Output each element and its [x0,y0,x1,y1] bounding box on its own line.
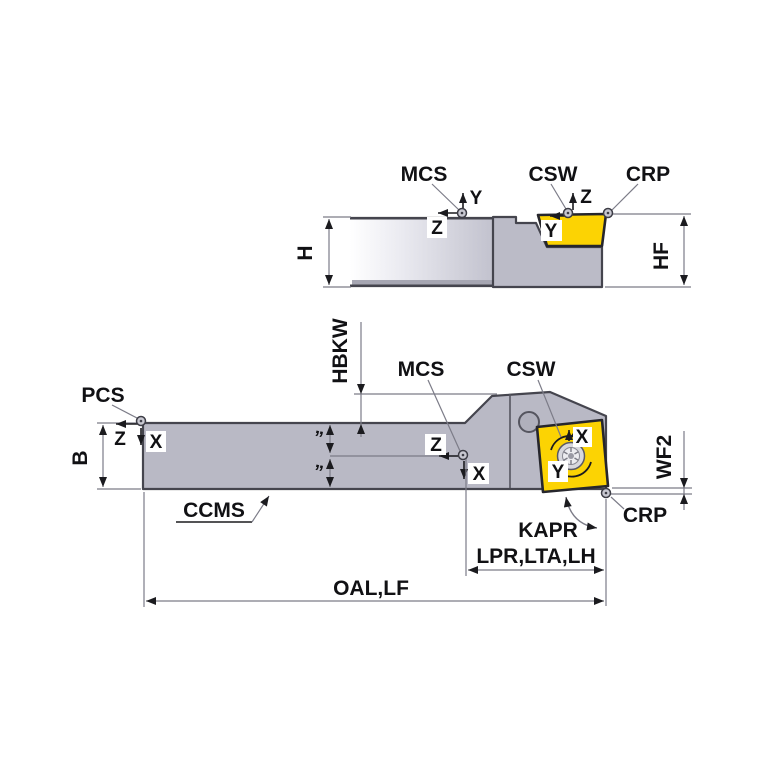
side-csw-z-axis-label: Z [580,187,592,208]
side-mcs-y-box [467,188,486,208]
side-crp-point-center [606,211,610,215]
pcs-z-box [110,428,130,449]
side-csw-leader [550,183,567,210]
top-crp-point-center [604,491,608,495]
top-crp-leader [610,496,625,510]
hf-label: HF [650,242,673,270]
side-csw-label: CSW [529,163,578,186]
pcs-label: PCS [81,384,124,407]
screw-center [568,453,574,459]
side-view: H HF MCS Y Z CSW Z Y CRP [294,163,691,289]
equal-mark-upper: ” [311,427,325,450]
pcs-point-center [139,419,143,423]
hbkw-arrow-up [357,424,365,434]
side-mcs-leader [431,183,460,211]
top-csw-leader [537,379,562,438]
top-mcs-x-box [468,463,489,484]
top-csw-label: CSW [507,358,556,381]
lpr-lta-lh-label: LPR,LTA,LH [476,545,595,568]
pcs-x-box [146,431,166,452]
top-view: HBKW B ” ” PCS Z X CCMS MCS [69,318,692,607]
top-mcs-leader [427,379,461,452]
csw-y-axis-label: Y [552,462,565,483]
top-mcs-z-box [425,434,446,455]
hbkw-label: HBKW [329,318,352,383]
ccms-leader-arrow [251,495,270,523]
side-shank-body [350,217,493,287]
side-mcs-label: MCS [401,163,448,186]
csw-x-box [573,427,592,447]
top-crp-label: CRP [623,504,667,527]
side-csw-z-box [577,187,595,207]
side-mcs-y-axis-label: Y [470,188,483,209]
b-label: B [69,450,92,465]
side-crp-label: CRP [626,163,670,186]
csw-y-box [548,461,568,482]
top-mcs-z-axis-label: Z [430,435,442,456]
pcs-z-axis-label: Z [114,429,126,450]
side-mcs-point-center [460,211,464,215]
kapr-angle-arc [563,496,598,531]
screw-spline-ticks [563,447,579,465]
pcs-x-axis-label: X [150,432,163,453]
ccms-label: CCMS [183,499,245,522]
top-mcs-point-center [461,453,465,457]
top-body [141,390,608,491]
side-crp-leader [611,183,639,211]
h-label: H [294,245,317,260]
wf2-label: WF2 [653,435,676,479]
wf2-arrow-down [680,478,688,488]
oal-lf-label: OAL,LF [333,577,409,600]
side-csw-point-center [566,211,570,215]
csw-x-axis-label: X [576,427,589,448]
top-mcs-label: MCS [398,358,445,381]
top-head-hole [518,411,540,433]
side-csw-y-box [541,220,562,241]
side-csw-y-axis-label: Y [545,221,558,242]
hbkw-arrow-down [357,384,365,394]
side-mcs-z-axis-label: Z [431,218,443,239]
pcs-leader [111,404,138,419]
top-mcs-x-axis-label: X [473,464,486,485]
equal-mark-lower: ” [311,461,325,484]
wf2-arrow-up [680,494,688,504]
kapr-label: KAPR [518,519,578,542]
side-mcs-z-box [427,217,447,238]
